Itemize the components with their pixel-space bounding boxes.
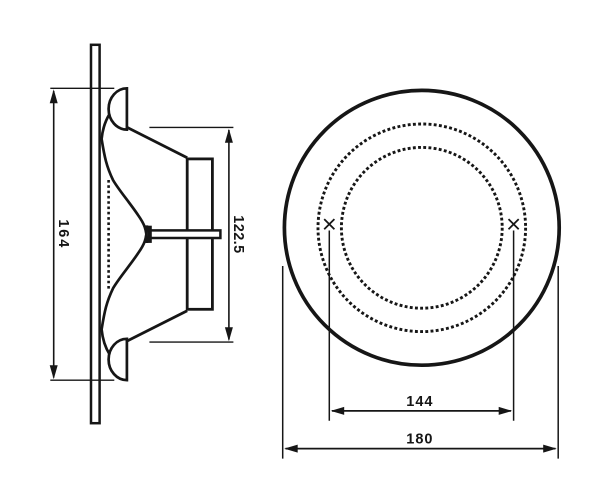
svg-text:144: 144 <box>406 394 433 410</box>
svg-text:164: 164 <box>55 219 71 249</box>
svg-text:180: 180 <box>406 432 433 448</box>
svg-text:122.5: 122.5 <box>230 215 246 253</box>
